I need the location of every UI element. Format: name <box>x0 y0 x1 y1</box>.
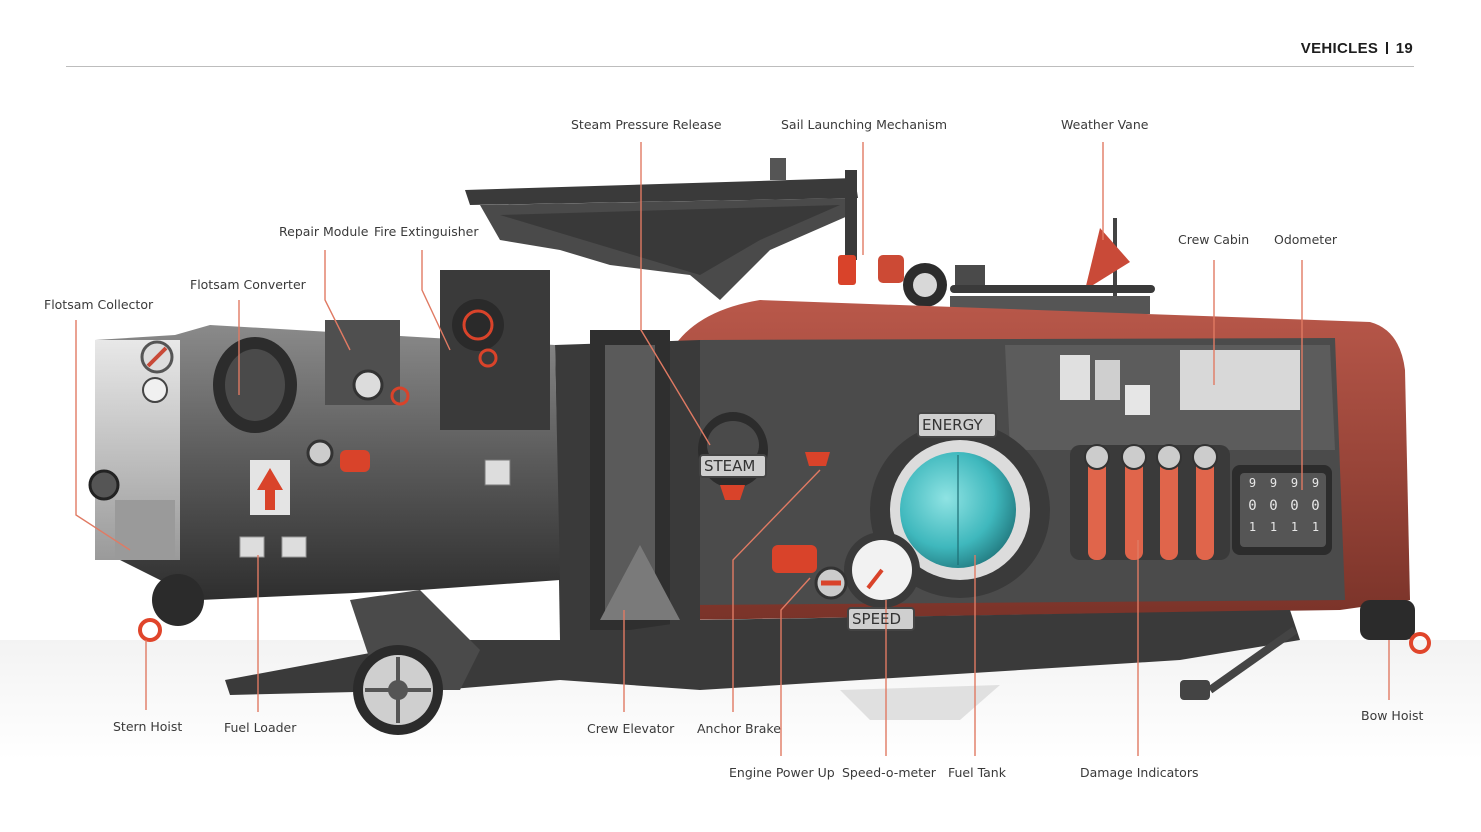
odometer-digit: 1 <box>1311 520 1320 534</box>
odometer-digit: 1 <box>1269 520 1278 534</box>
odometer-digit: 0 <box>1269 498 1278 514</box>
odometer-digit: 9 <box>1248 476 1257 490</box>
callout-bow-hoist: Bow Hoist <box>1361 708 1424 723</box>
callout-crew-elevator: Crew Elevator <box>587 721 675 736</box>
callout-crew-cabin: Crew Cabin <box>1178 232 1250 247</box>
rear-module <box>88 270 560 600</box>
odometer-digit: 9 <box>1269 476 1278 490</box>
callout-fire-extinguisher: Fire Extinguisher <box>374 224 479 239</box>
callout-repair-module: Repair Module <box>279 224 369 239</box>
leader-steam-pressure-release <box>640 142 711 446</box>
leader-engine-power-up <box>780 577 811 756</box>
stern-hoist-claw <box>138 574 204 642</box>
odometer-digit: 9 <box>1290 476 1299 490</box>
leader-fire-extinguisher <box>421 250 451 351</box>
page-number: 19 <box>1395 40 1413 57</box>
callout-fuel-loader: Fuel Loader <box>224 720 297 735</box>
bow-hoist-claw <box>1360 600 1431 654</box>
speed-gauge-label: SPEED <box>852 610 902 628</box>
callout-sail-launching-mechanism: Sail Launching Mechanism <box>781 117 948 132</box>
callout-speed-o-meter: Speed-o-meter <box>842 765 936 780</box>
steam-gauge <box>698 412 830 500</box>
leader-anchor-brake <box>732 469 821 712</box>
callout-anchor-brake: Anchor Brake <box>697 721 781 736</box>
rear-wheel <box>353 645 443 735</box>
callout-steam-pressure-release: Steam Pressure Release <box>571 117 722 132</box>
callout-fuel-tank: Fuel Tank <box>948 765 1006 780</box>
leader-flotsam-collector <box>75 320 131 551</box>
callout-flotsam-collector: Flotsam Collector <box>44 297 154 312</box>
energy-gauge-label: ENERGY <box>922 416 983 434</box>
odometer-digit: 9 <box>1311 476 1320 490</box>
odometer-drum <box>1232 465 1332 555</box>
header-rule <box>66 66 1414 67</box>
page-header: VEHICLES 19 <box>1301 40 1413 57</box>
callout-damage-indicators: Damage Indicators <box>1080 765 1199 780</box>
callout-stern-hoist: Stern Hoist <box>113 719 183 734</box>
section-title: VEHICLES <box>1300 40 1379 57</box>
callout-leaders <box>75 142 1390 756</box>
callout-flotsam-converter: Flotsam Converter <box>190 277 306 292</box>
odometer-digit: 1 <box>1248 520 1257 534</box>
odometer-digit: 0 <box>1290 498 1299 514</box>
speed-gauge <box>772 532 920 631</box>
weather-vane <box>1085 218 1130 298</box>
damage-indicator-tubes <box>1070 444 1230 560</box>
callout-weather-vane: Weather Vane <box>1061 117 1149 132</box>
sail <box>465 178 858 300</box>
odometer-digit: 0 <box>1311 498 1320 514</box>
center-body <box>555 330 700 640</box>
sail-mast <box>770 158 985 307</box>
callout-engine-power-up: Engine Power Up <box>729 765 835 780</box>
callout-odometer: Odometer <box>1274 232 1338 247</box>
header-separator <box>1386 42 1388 54</box>
fuel-tank-globe <box>870 412 1050 598</box>
odometer-digit: 1 <box>1290 520 1299 534</box>
leader-repair-module <box>324 250 351 351</box>
steam-gauge-label: STEAM <box>704 457 756 475</box>
odometer-digit: 0 <box>1248 498 1257 514</box>
